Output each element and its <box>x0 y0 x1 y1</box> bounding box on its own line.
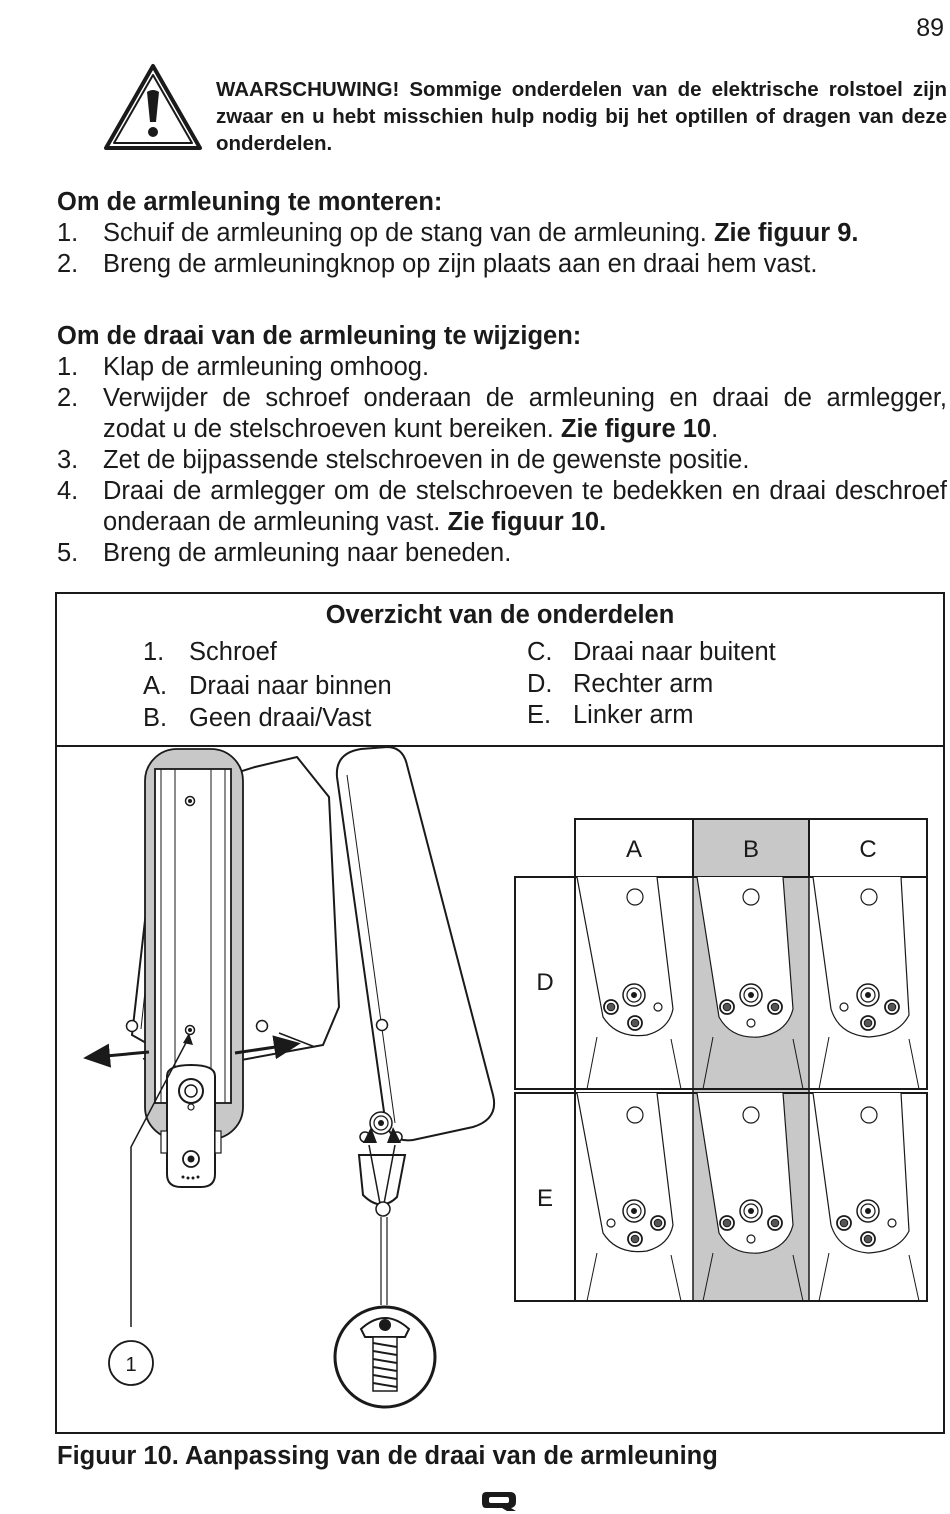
swivel-cell-e-b <box>696 1092 804 1302</box>
change-swivel-section: Om de draai van de armleuning te wijzige… <box>57 320 947 569</box>
swivel-cell-d-a <box>576 876 682 1090</box>
list-item: 2.Verwijder de schroef onderaan de armle… <box>57 384 947 443</box>
column-label: B <box>743 836 759 863</box>
column-label: C <box>859 836 876 863</box>
row-label: E <box>537 1185 553 1212</box>
swivel-cell-d-c <box>812 876 920 1090</box>
swivel-cell-d-b <box>696 876 804 1090</box>
section-heading: Om de draai van de armleuning te wijzige… <box>57 322 582 350</box>
swivel-cell-e-c <box>812 1092 920 1302</box>
mount-armrest-section: Om de armleuning te monteren: 1.Schuif d… <box>57 186 947 280</box>
figure-caption: Figuur 10. Aanpassing van de draai van d… <box>57 1442 718 1470</box>
overview-title: Overzicht van de onderdelen <box>325 601 675 629</box>
column-label: A <box>626 836 642 863</box>
armrest-flipped-view <box>333 747 495 1409</box>
list-item: 5.Breng de armleuning naar beneden. <box>57 539 512 567</box>
list-item: 2.Breng de armleuningknop op zijn plaats… <box>57 250 818 278</box>
warning-text: WAARSCHUWING! Sommige onderdelen van de … <box>216 78 947 155</box>
callout-number: 1 <box>125 1354 136 1376</box>
warning-triangle-icon <box>104 64 202 150</box>
q-logo-icon <box>482 1492 516 1511</box>
list-item: 1.Schuif de armleuning op de stang van d… <box>57 219 859 247</box>
page-number: 89 <box>916 14 944 42</box>
list-item: 4.Draai de armlegger om de stelschroeven… <box>57 477 947 536</box>
row-label: D <box>536 969 553 996</box>
armrest-bottom-view: 1 <box>83 748 341 1386</box>
list-item: 1.Klap de armleuning omhoog. <box>57 353 430 381</box>
swivel-cell-e-a <box>576 1092 682 1302</box>
swivel-position-grid: A B C D E <box>514 818 928 1302</box>
figure-box: Overzicht van de onderdelen 1.Schroef A.… <box>55 592 945 1434</box>
armrest-swivel-figure: 1 A B <box>83 747 928 1409</box>
section-heading: Om de armleuning te monteren: <box>57 188 443 216</box>
warning-notice: WAARSCHUWING! Sommige onderdelen van de … <box>102 62 947 162</box>
list-item: 3.Zet de bijpassende stelschroeven in de… <box>57 446 750 474</box>
parts-overview: Overzicht van de onderdelen 1.Schroef A.… <box>57 594 943 747</box>
